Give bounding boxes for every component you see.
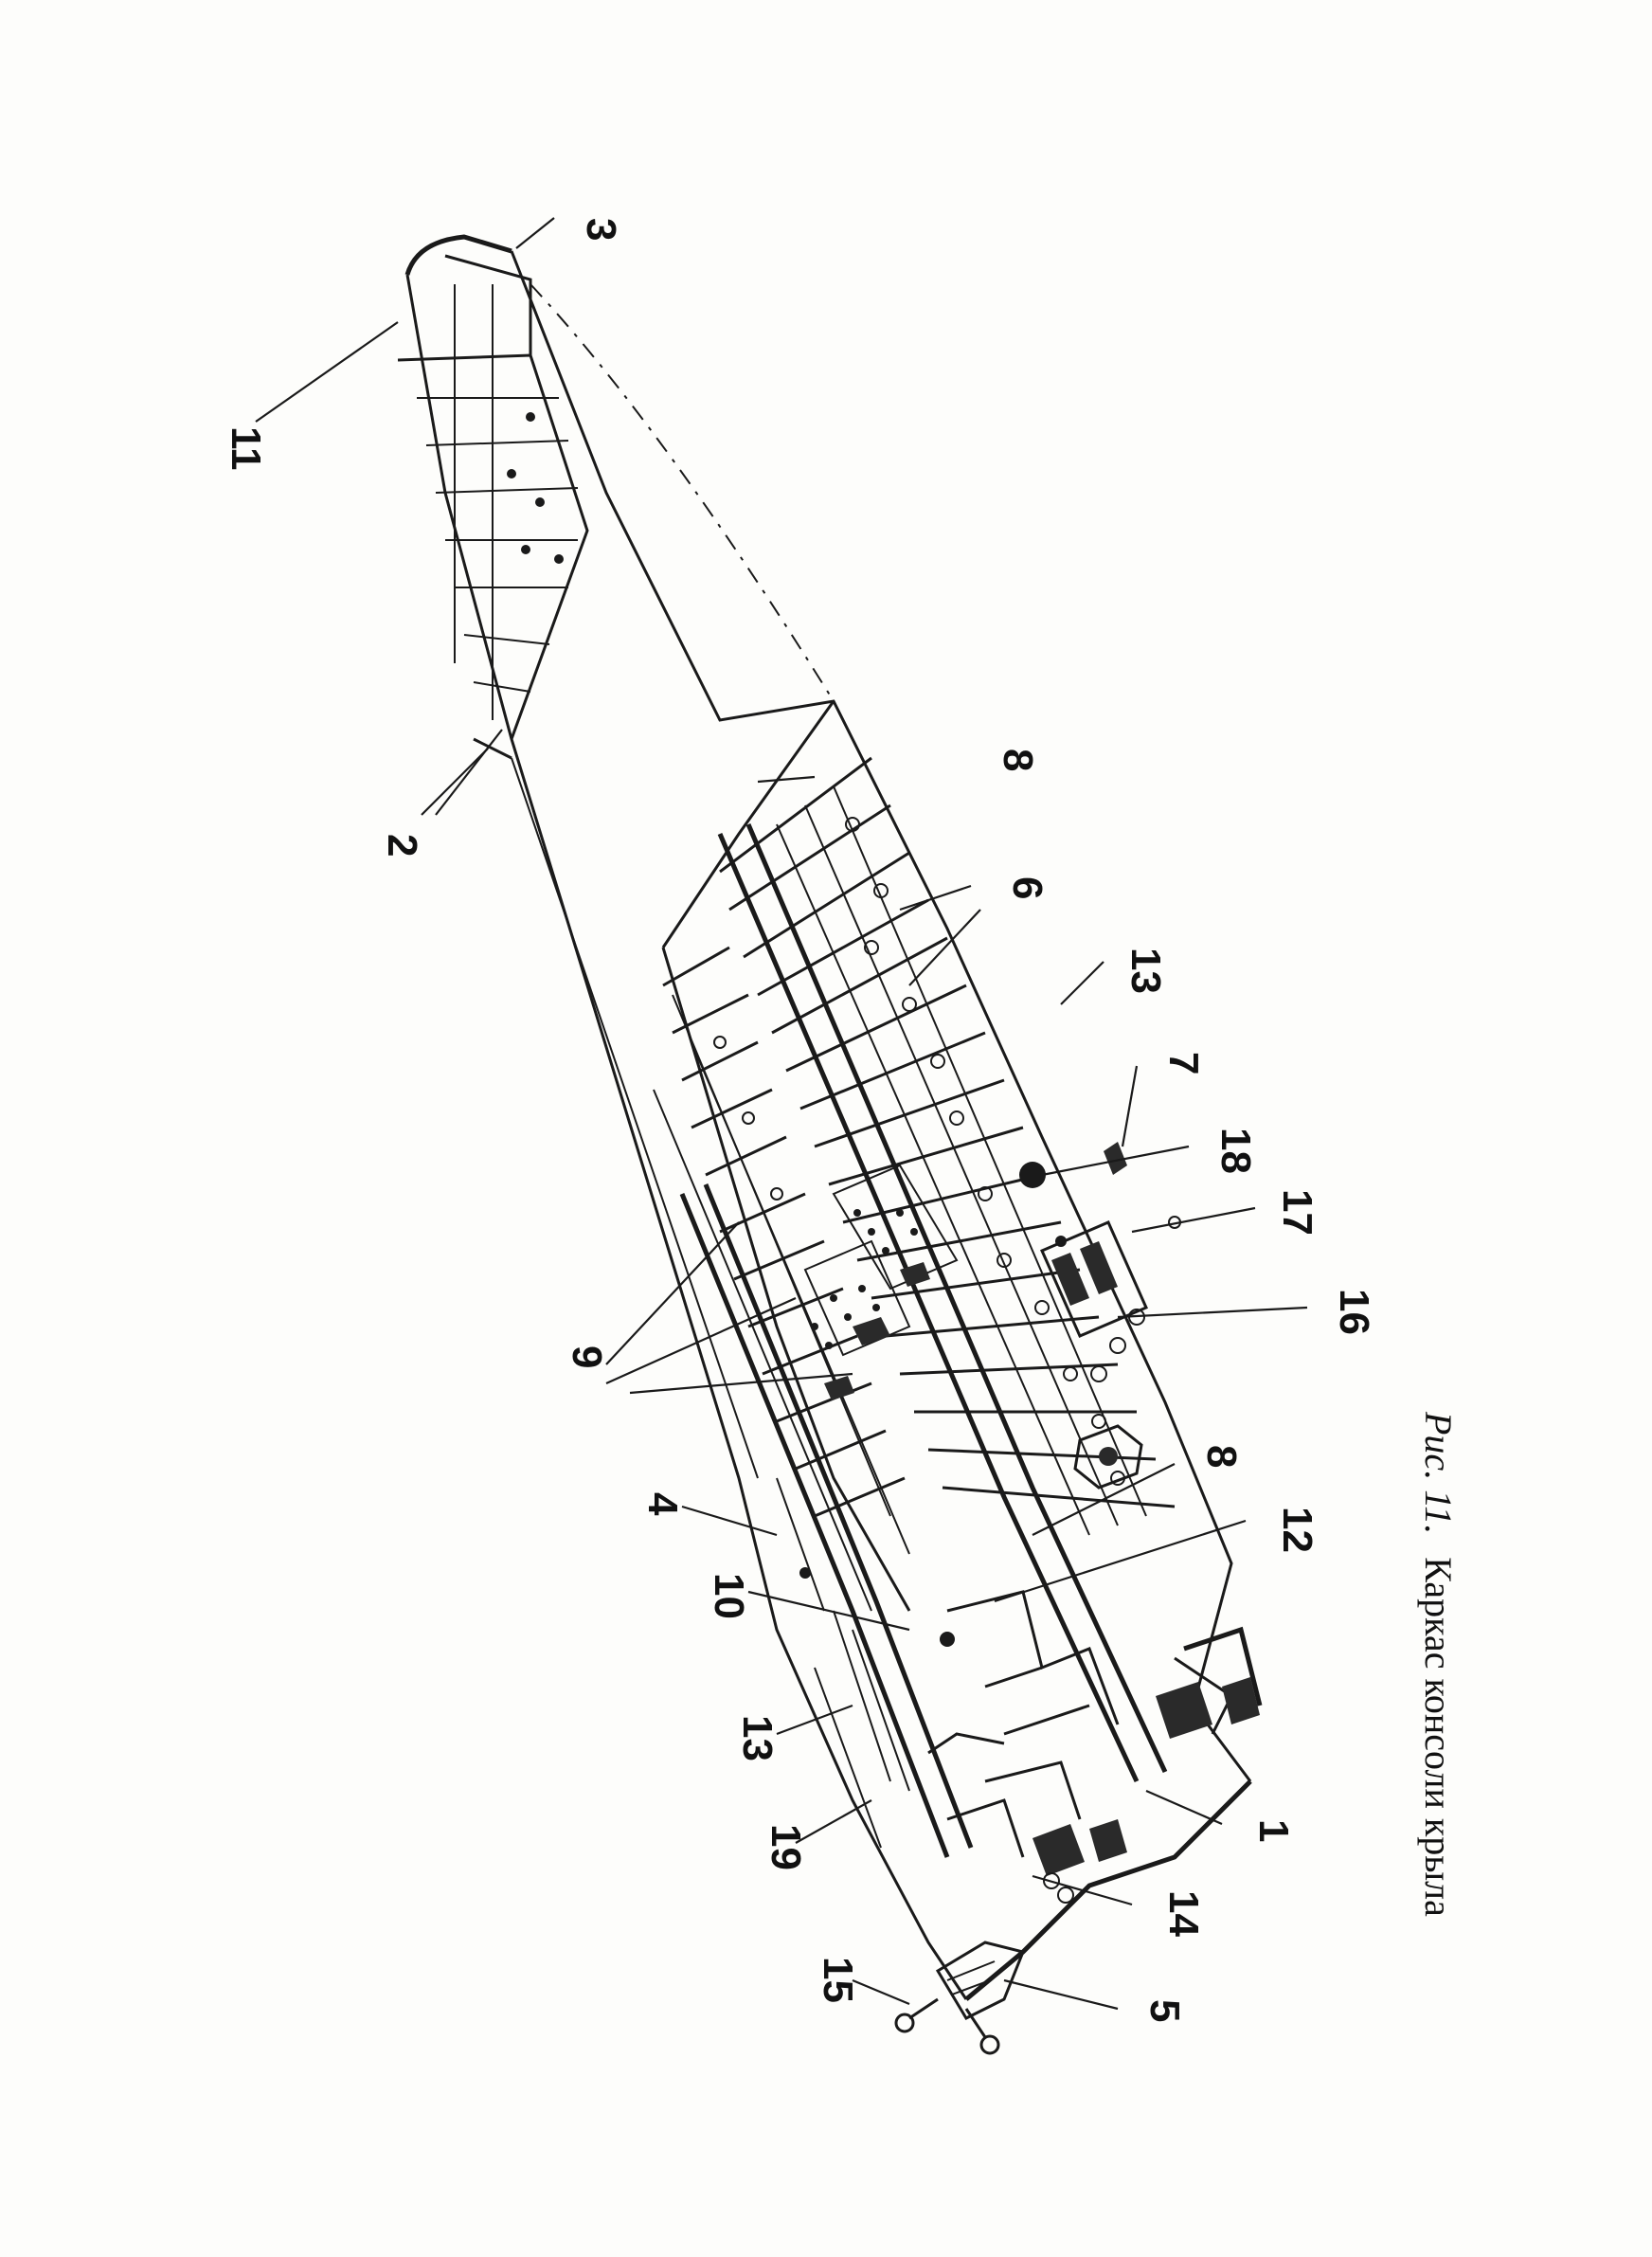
main-spar <box>717 833 1140 1783</box>
callout-14: 14 <box>1160 1890 1207 1937</box>
callout-18: 18 <box>1212 1128 1259 1174</box>
callout-19: 19 <box>763 1824 809 1870</box>
callout-17: 17 <box>1274 1189 1320 1236</box>
front-edge-line <box>511 757 759 1479</box>
callout-13-left: 13 <box>734 1715 781 1761</box>
callout-11: 11 <box>223 426 269 471</box>
callout-4: 4 <box>639 1492 686 1516</box>
access-panel <box>1040 1142 1181 1382</box>
callout-6: 6 <box>1004 876 1050 899</box>
svg-text:Рис. 11. Каркас консоли: Рис. 11. Каркас консоли крыла <box>1417 1411 1460 1917</box>
tip-section <box>397 284 589 760</box>
leader-lines <box>255 217 1308 2011</box>
center-box <box>653 700 1176 1858</box>
caption-title: Каркас консоли крыла <box>1417 1557 1460 1917</box>
wing-outline <box>404 234 1252 2001</box>
wing-structure <box>397 234 1263 2055</box>
callout-15: 15 <box>815 1957 861 2003</box>
lightening-holes <box>713 817 1125 1486</box>
leading-edge-details <box>776 1477 1005 1849</box>
callout-7: 7 <box>1160 1052 1207 1074</box>
callout-3: 3 <box>578 218 624 241</box>
figure-caption: Рис. 11. Каркас консоли крыла <box>1417 1411 1460 1917</box>
callout-12: 12 <box>1274 1507 1320 1553</box>
callout-1: 1 <box>1250 1819 1297 1842</box>
rear-spar-line <box>530 283 835 702</box>
callouts: 3 11 2 8 6 13 7 18 17 16 9 8 4 12 10 1 1… <box>223 218 1377 2022</box>
root-fitting <box>1073 1424 1143 1490</box>
tank-area <box>803 1164 959 1400</box>
callout-9: 9 <box>564 1345 610 1368</box>
caption-prefix: Рис. 11. <box>1417 1411 1460 1534</box>
callout-2: 2 <box>379 834 425 857</box>
callout-5: 5 <box>1141 1999 1188 2022</box>
callout-16: 16 <box>1331 1289 1377 1335</box>
callout-13-right: 13 <box>1122 948 1169 994</box>
callout-8-top: 8 <box>995 749 1041 771</box>
callout-10: 10 <box>706 1573 752 1619</box>
root-section <box>946 1590 1263 1904</box>
callout-8-bottom: 8 <box>1198 1445 1245 1468</box>
root-nose <box>894 1941 1026 2055</box>
